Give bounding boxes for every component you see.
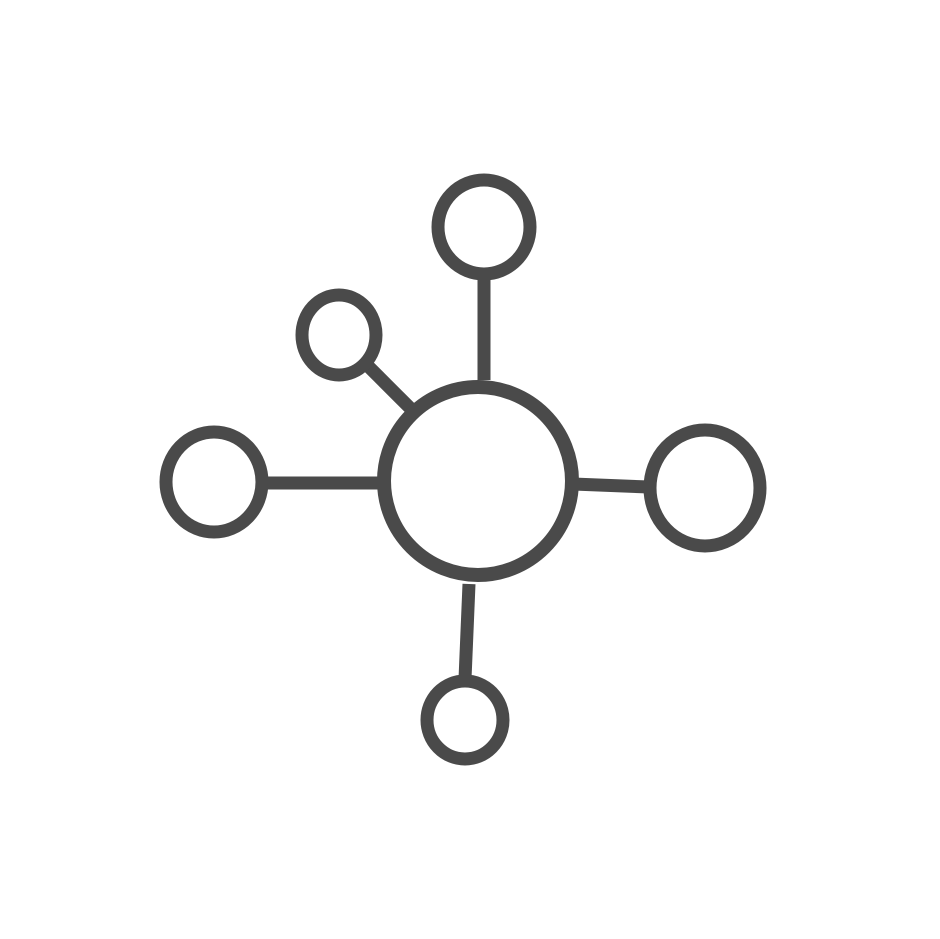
- node-top: [431, 173, 537, 281]
- edges-group: [265, 277, 650, 680]
- edge-upper-left: [361, 359, 415, 413]
- hub-node-center: [377, 380, 579, 582]
- node-right: [643, 423, 767, 553]
- edge-right: [572, 477, 650, 494]
- nodes-group: [159, 173, 767, 766]
- node-upper-left: [295, 288, 383, 382]
- node-left: [159, 425, 269, 539]
- node-bottom: [420, 674, 510, 766]
- edge-bottom: [458, 583, 476, 680]
